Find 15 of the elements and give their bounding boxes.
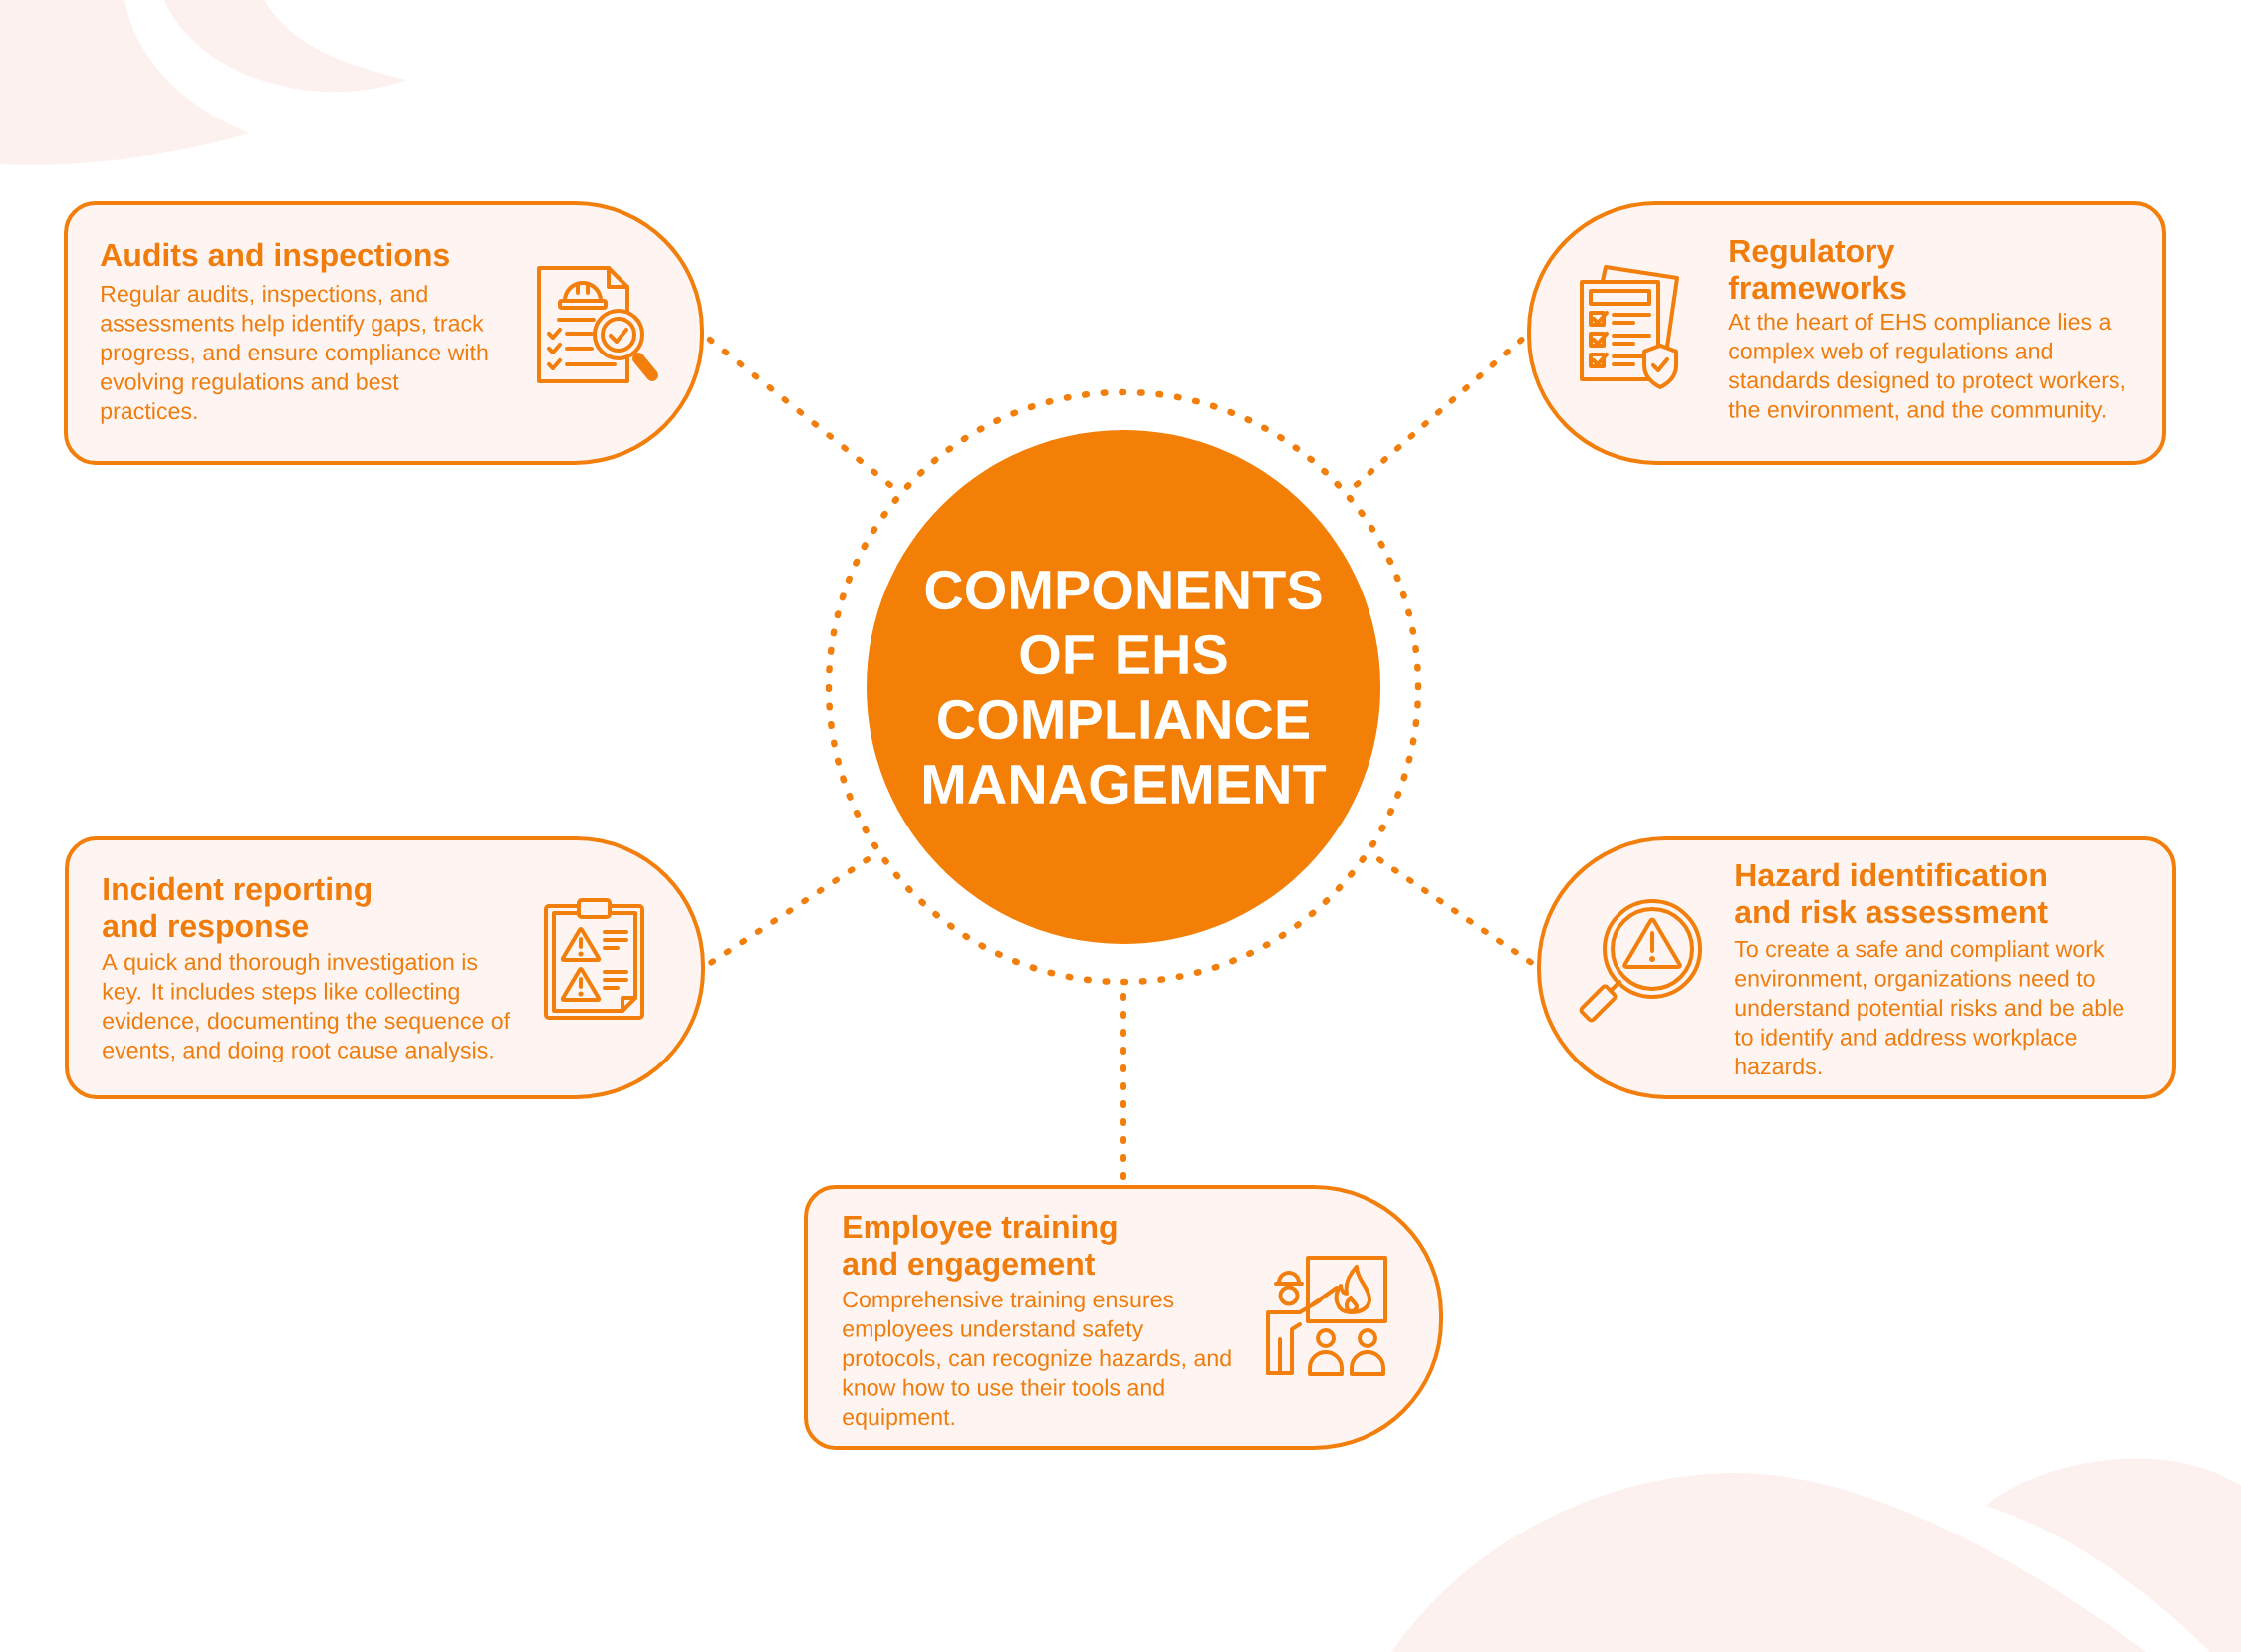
dotted-connector — [1376, 856, 1534, 966]
card-text: Regular audits, inspections, and assessments help identify gaps, track progress, and ensure compliance with evolving regulations and best practices. — [101, 285, 488, 424]
card-heading: Incident reporting and response — [103, 876, 372, 944]
card-heading: Audits and inspections — [101, 242, 449, 273]
dotted-connector — [708, 856, 871, 966]
dotted-connector — [1353, 337, 1525, 488]
card-heading: Hazard identification and risk assessment — [1735, 862, 2048, 924]
card-text: Comprehensive training ensures employees understand safety protocols, can recognize hazards, and know how to use their tools and equipment. — [843, 1291, 1231, 1430]
card-text: To create a safe and compliant work environment, organizations need to understand potential risks and be able to identify and address workplace hazards. — [1734, 940, 2124, 1075]
card-text: A quick and thorough investigation is key. It includes steps like collecting evidence, documenting the sequence of events, and doing root cause analysis. — [102, 953, 511, 1063]
dotted-connector — [706, 336, 893, 488]
card-heading: Employee training and engagement — [843, 1214, 1117, 1282]
card-heading: Regulatory frameworks — [1728, 238, 1906, 300]
card-text: At the heart of EHS compliance lies a complex web of regulations and standards designed to protect workers, the environment, and the community. — [1728, 313, 2124, 423]
dotted-connector — [1120, 993, 1126, 1180]
